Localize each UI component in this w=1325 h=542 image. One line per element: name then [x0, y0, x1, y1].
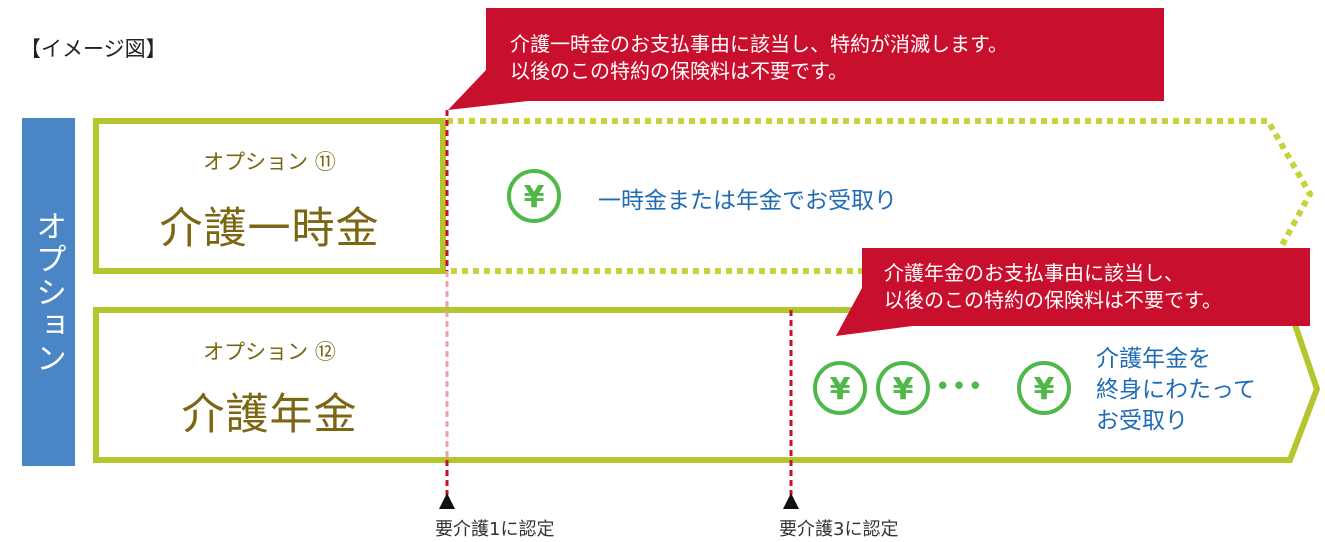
option-11-benefit: 一時金または年金でお受取り [598, 188, 897, 214]
callout-annuity: 介護年金のお支払事由に該当し、 以後のこの特約の保険料は不要です。 [862, 248, 1310, 326]
yen-icon: ¥ [1017, 361, 1071, 415]
callout-1-line-1: 介護一時金のお支払事由に該当し、特約が消滅します。 [510, 32, 1008, 56]
svg-text:¥: ¥ [1034, 372, 1055, 407]
yen-icon: ¥ [507, 169, 561, 223]
option-12-label: オプション ⑫ [203, 340, 336, 364]
marker-1-triangle [439, 493, 455, 509]
yen-icon: ¥ [813, 361, 867, 415]
option-12-benefit: 介護年金を 終身にわたって お受取り [1096, 344, 1256, 437]
ellipsis-dots: ••• [935, 372, 985, 402]
diagram-caption: 【イメージ図】 [20, 37, 167, 61]
option-side-label: オプション [22, 118, 75, 466]
marker-2-triangle [783, 493, 799, 509]
option-11-name: 介護一時金 [159, 204, 380, 254]
option-12-name: 介護年金 [181, 390, 358, 440]
marker-2-label: 要介護3に認定 [779, 519, 899, 540]
marker-1-label: 要介護1に認定 [435, 519, 555, 540]
callout-2-line-2: 以後のこの特約の保険料は不要です。 [884, 288, 1222, 312]
option-12-benefit-line-2: 終身にわたって [1096, 377, 1256, 403]
option-12-benefit-line-1: 介護年金を [1096, 346, 1211, 372]
callout-2-line-1: 介護年金のお支払事由に該当し、 [884, 261, 1184, 285]
callout-1-line-2: 以後のこの特約の保険料は不要です。 [510, 59, 848, 83]
svg-text:¥: ¥ [524, 180, 545, 215]
option-11-box [93, 118, 446, 274]
callout-lump-sum: 介護一時金のお支払事由に該当し、特約が消滅します。 以後のこの特約の保険料は不要… [486, 8, 1164, 101]
svg-text:¥: ¥ [830, 372, 851, 407]
svg-text:¥: ¥ [893, 372, 914, 407]
option-11-label: オプション ⑪ [203, 150, 336, 174]
option-12-benefit-line-3: お受取り [1096, 408, 1188, 434]
yen-icon: ¥ [876, 361, 930, 415]
